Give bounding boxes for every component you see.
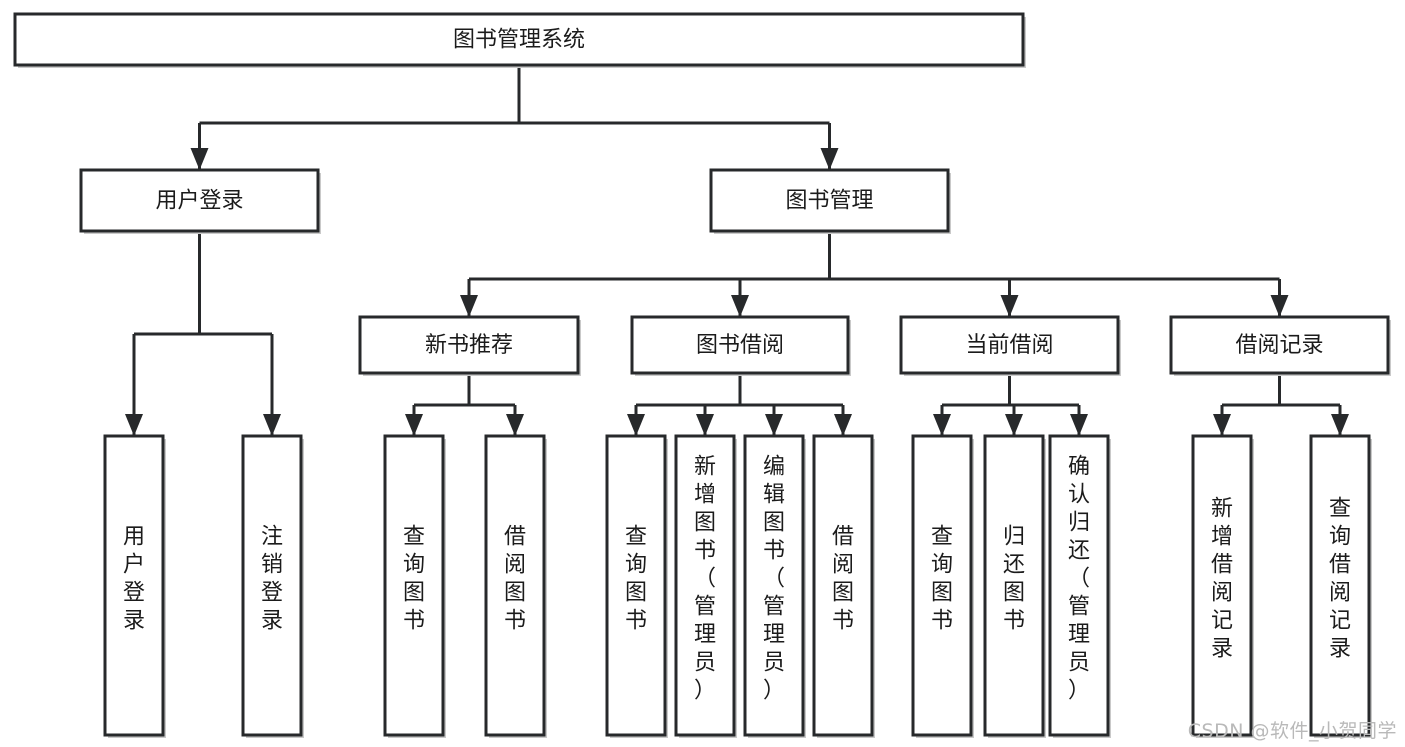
csdn-watermark: CSDN @软件_小贺同学: [1187, 720, 1397, 742]
arrow-head-icon-leaf-borrow-book-bor: [834, 414, 852, 436]
node-box-leaf-return-book: [983, 434, 1045, 737]
node-leaf-query-book-bor[interactable]: 查询图书: [605, 434, 668, 738]
arrow-head-icon-current-borrow: [1000, 295, 1019, 317]
node-leaf-logout-login[interactable]: 注销登录: [241, 434, 304, 738]
node-borrow-record[interactable]: 借阅记录: [1169, 315, 1391, 376]
node-box-new-book-recommend: [358, 315, 580, 375]
node-leaf-borrow-book-rec[interactable]: 借阅图书: [484, 434, 547, 738]
node-box-leaf-borrow-book-bor: [812, 434, 874, 737]
node-box-current-borrow: [899, 315, 1120, 375]
node-box-leaf-confirm-return: [1048, 434, 1110, 737]
node-label-root: 图书管理系统: [453, 28, 585, 53]
arrow-head-icon-user-login: [190, 148, 209, 170]
node-leaf-add-record[interactable]: 新增借阅记录: [1191, 434, 1254, 738]
node-box-leaf-add-book: [674, 434, 736, 737]
node-label-leaf-confirm-return: 确认归还（管理员）: [1068, 455, 1090, 704]
node-label-leaf-borrow-book-rec: 借阅图书: [504, 525, 526, 634]
node-box-leaf-query-book-rec: [383, 434, 445, 737]
node-box-leaf-query-book-bor: [605, 434, 667, 737]
node-label-leaf-query-book-bor: 查询图书: [625, 525, 647, 634]
node-box-borrow-record: [1169, 315, 1390, 375]
node-label-leaf-add-book: 新增图书（管理员）: [694, 455, 716, 704]
node-label-leaf-query-record: 查询借阅记录: [1329, 497, 1351, 662]
node-leaf-query-record[interactable]: 查询借阅记录: [1309, 434, 1372, 738]
node-label-leaf-query-book-cur: 查询图书: [931, 525, 953, 634]
connectors-layer: [125, 65, 1349, 436]
arrow-head-icon-leaf-user-login: [125, 414, 143, 436]
node-root[interactable]: 图书管理系统: [13, 12, 1026, 68]
node-label-leaf-return-book: 归还图书: [1003, 525, 1025, 634]
node-label-leaf-user-login: 用户登录: [123, 525, 145, 634]
node-box-leaf-query-book-cur: [911, 434, 973, 737]
arrow-head-icon-new-book-recommend: [460, 295, 478, 317]
node-label-borrow-record: 借阅记录: [1235, 333, 1323, 358]
node-label-book-manage: 图书管理: [785, 189, 873, 214]
arrow-head-icon-book-manage: [820, 148, 839, 170]
node-leaf-user-login[interactable]: 用户登录: [103, 434, 166, 738]
node-label-new-book-recommend: 新书推荐: [425, 333, 513, 358]
node-label-leaf-query-book-rec: 查询图书: [403, 525, 425, 634]
node-label-leaf-borrow-book-bor: 借阅图书: [832, 525, 854, 634]
node-box-leaf-logout-login: [241, 434, 303, 737]
node-book-manage[interactable]: 图书管理: [709, 168, 951, 234]
nodes-layer: 图书管理系统用户登录图书管理新书推荐图书借阅当前借阅借阅记录用户登录注销登录查询…: [13, 12, 1391, 738]
arrow-head-icon-leaf-logout-login: [263, 414, 281, 436]
node-label-leaf-edit-book: 编辑图书（管理员）: [763, 455, 785, 704]
node-box-leaf-add-record: [1191, 434, 1253, 737]
node-leaf-add-book[interactable]: 新增图书（管理员）: [674, 434, 737, 738]
node-box-user-login: [79, 168, 320, 233]
arrow-head-icon-leaf-query-book-rec: [405, 414, 423, 436]
node-box-leaf-query-record: [1309, 434, 1371, 737]
node-leaf-confirm-return[interactable]: 确认归还（管理员）: [1048, 434, 1111, 738]
node-leaf-edit-book[interactable]: 编辑图书（管理员）: [743, 434, 806, 738]
node-label-leaf-add-record: 新增借阅记录: [1211, 497, 1233, 662]
arrow-head-icon-book-borrow: [731, 295, 749, 317]
node-new-book-recommend[interactable]: 新书推荐: [358, 315, 581, 376]
arrow-head-icon-leaf-query-book-cur: [933, 414, 951, 436]
node-label-leaf-logout-login: 注销登录: [261, 525, 283, 634]
node-book-borrow[interactable]: 图书借阅: [630, 315, 851, 376]
arrow-head-icon-leaf-confirm-return: [1070, 414, 1088, 436]
node-box-leaf-edit-book: [743, 434, 805, 737]
arrow-head-icon-leaf-add-book: [696, 414, 714, 436]
node-box-book-borrow: [630, 315, 850, 375]
node-box-leaf-user-login: [103, 434, 165, 737]
node-leaf-borrow-book-bor[interactable]: 借阅图书: [812, 434, 875, 738]
node-box-book-manage: [709, 168, 950, 233]
arrow-head-icon-leaf-query-book-bor: [627, 414, 645, 436]
arrow-head-icon-borrow-record: [1270, 295, 1289, 317]
node-leaf-query-book-rec[interactable]: 查询图书: [383, 434, 446, 738]
node-leaf-query-book-cur[interactable]: 查询图书: [911, 434, 974, 738]
node-leaf-return-book[interactable]: 归还图书: [983, 434, 1046, 738]
node-box-root: [13, 12, 1025, 67]
node-label-current-borrow: 当前借阅: [965, 333, 1053, 358]
node-user-login[interactable]: 用户登录: [79, 168, 321, 234]
node-box-leaf-borrow-book-rec: [484, 434, 546, 737]
node-label-book-borrow: 图书借阅: [696, 333, 784, 358]
arrow-head-icon-leaf-query-record: [1331, 414, 1349, 436]
arrow-head-icon-leaf-borrow-book-rec: [506, 414, 524, 436]
arrow-head-icon-leaf-return-book: [1005, 414, 1023, 436]
node-current-borrow[interactable]: 当前借阅: [899, 315, 1121, 376]
node-label-user-login: 用户登录: [155, 189, 243, 214]
arrow-head-icon-leaf-add-record: [1213, 414, 1231, 436]
arrow-head-icon-leaf-edit-book: [765, 414, 783, 436]
